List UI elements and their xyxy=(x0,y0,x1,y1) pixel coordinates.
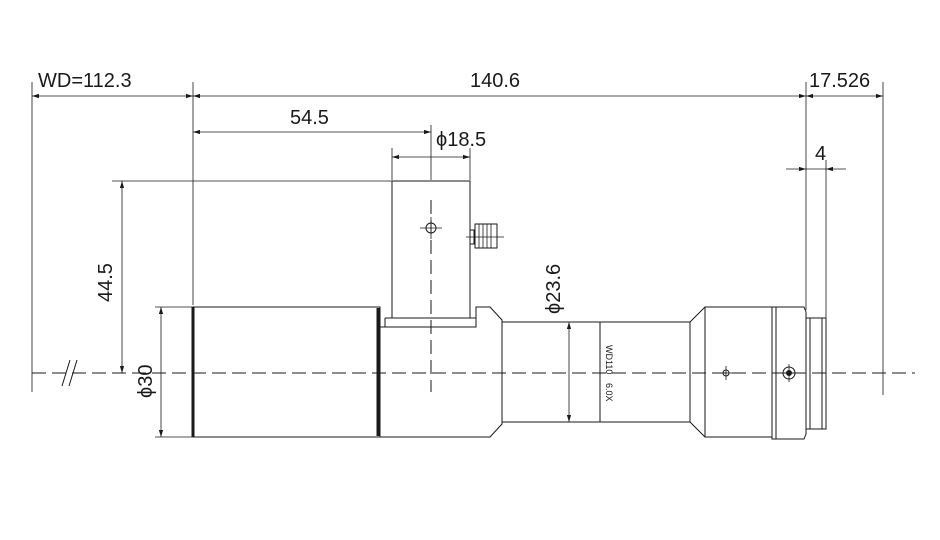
middle-tube xyxy=(502,321,691,423)
dim-text-port-offset: 54.5 xyxy=(290,107,329,129)
rear-barrel xyxy=(689,306,773,438)
dim-text-port-height: 44.5 xyxy=(95,263,117,302)
lens-body xyxy=(191,180,827,440)
camera-mount-thread xyxy=(805,317,827,430)
set-screw-knob xyxy=(466,223,504,249)
lens-label-model: WD110 xyxy=(604,345,614,374)
dim-text-total: 140.6 xyxy=(470,70,520,92)
dim-text-middle-diameter: ϕ23.6 xyxy=(543,264,565,314)
dim-text-mount-width: 4 xyxy=(815,143,826,165)
rear-ring-screw xyxy=(780,364,798,382)
dim-text-port-diameter: ϕ18.5 xyxy=(436,129,486,151)
lens-label-magnification: 6.0X xyxy=(604,383,614,402)
break-symbol xyxy=(61,359,78,387)
rear-ring xyxy=(771,306,807,440)
dim-text-wd: WD=112.3 xyxy=(38,70,132,92)
port-base-collar xyxy=(379,306,503,438)
dim-text-body-diameter: ϕ30 xyxy=(135,365,157,398)
front-barrel xyxy=(192,306,381,438)
port-screw-hole xyxy=(420,217,442,239)
dim-text-rear: 17.526 xyxy=(809,70,870,92)
rear-screw-hole xyxy=(719,366,733,380)
